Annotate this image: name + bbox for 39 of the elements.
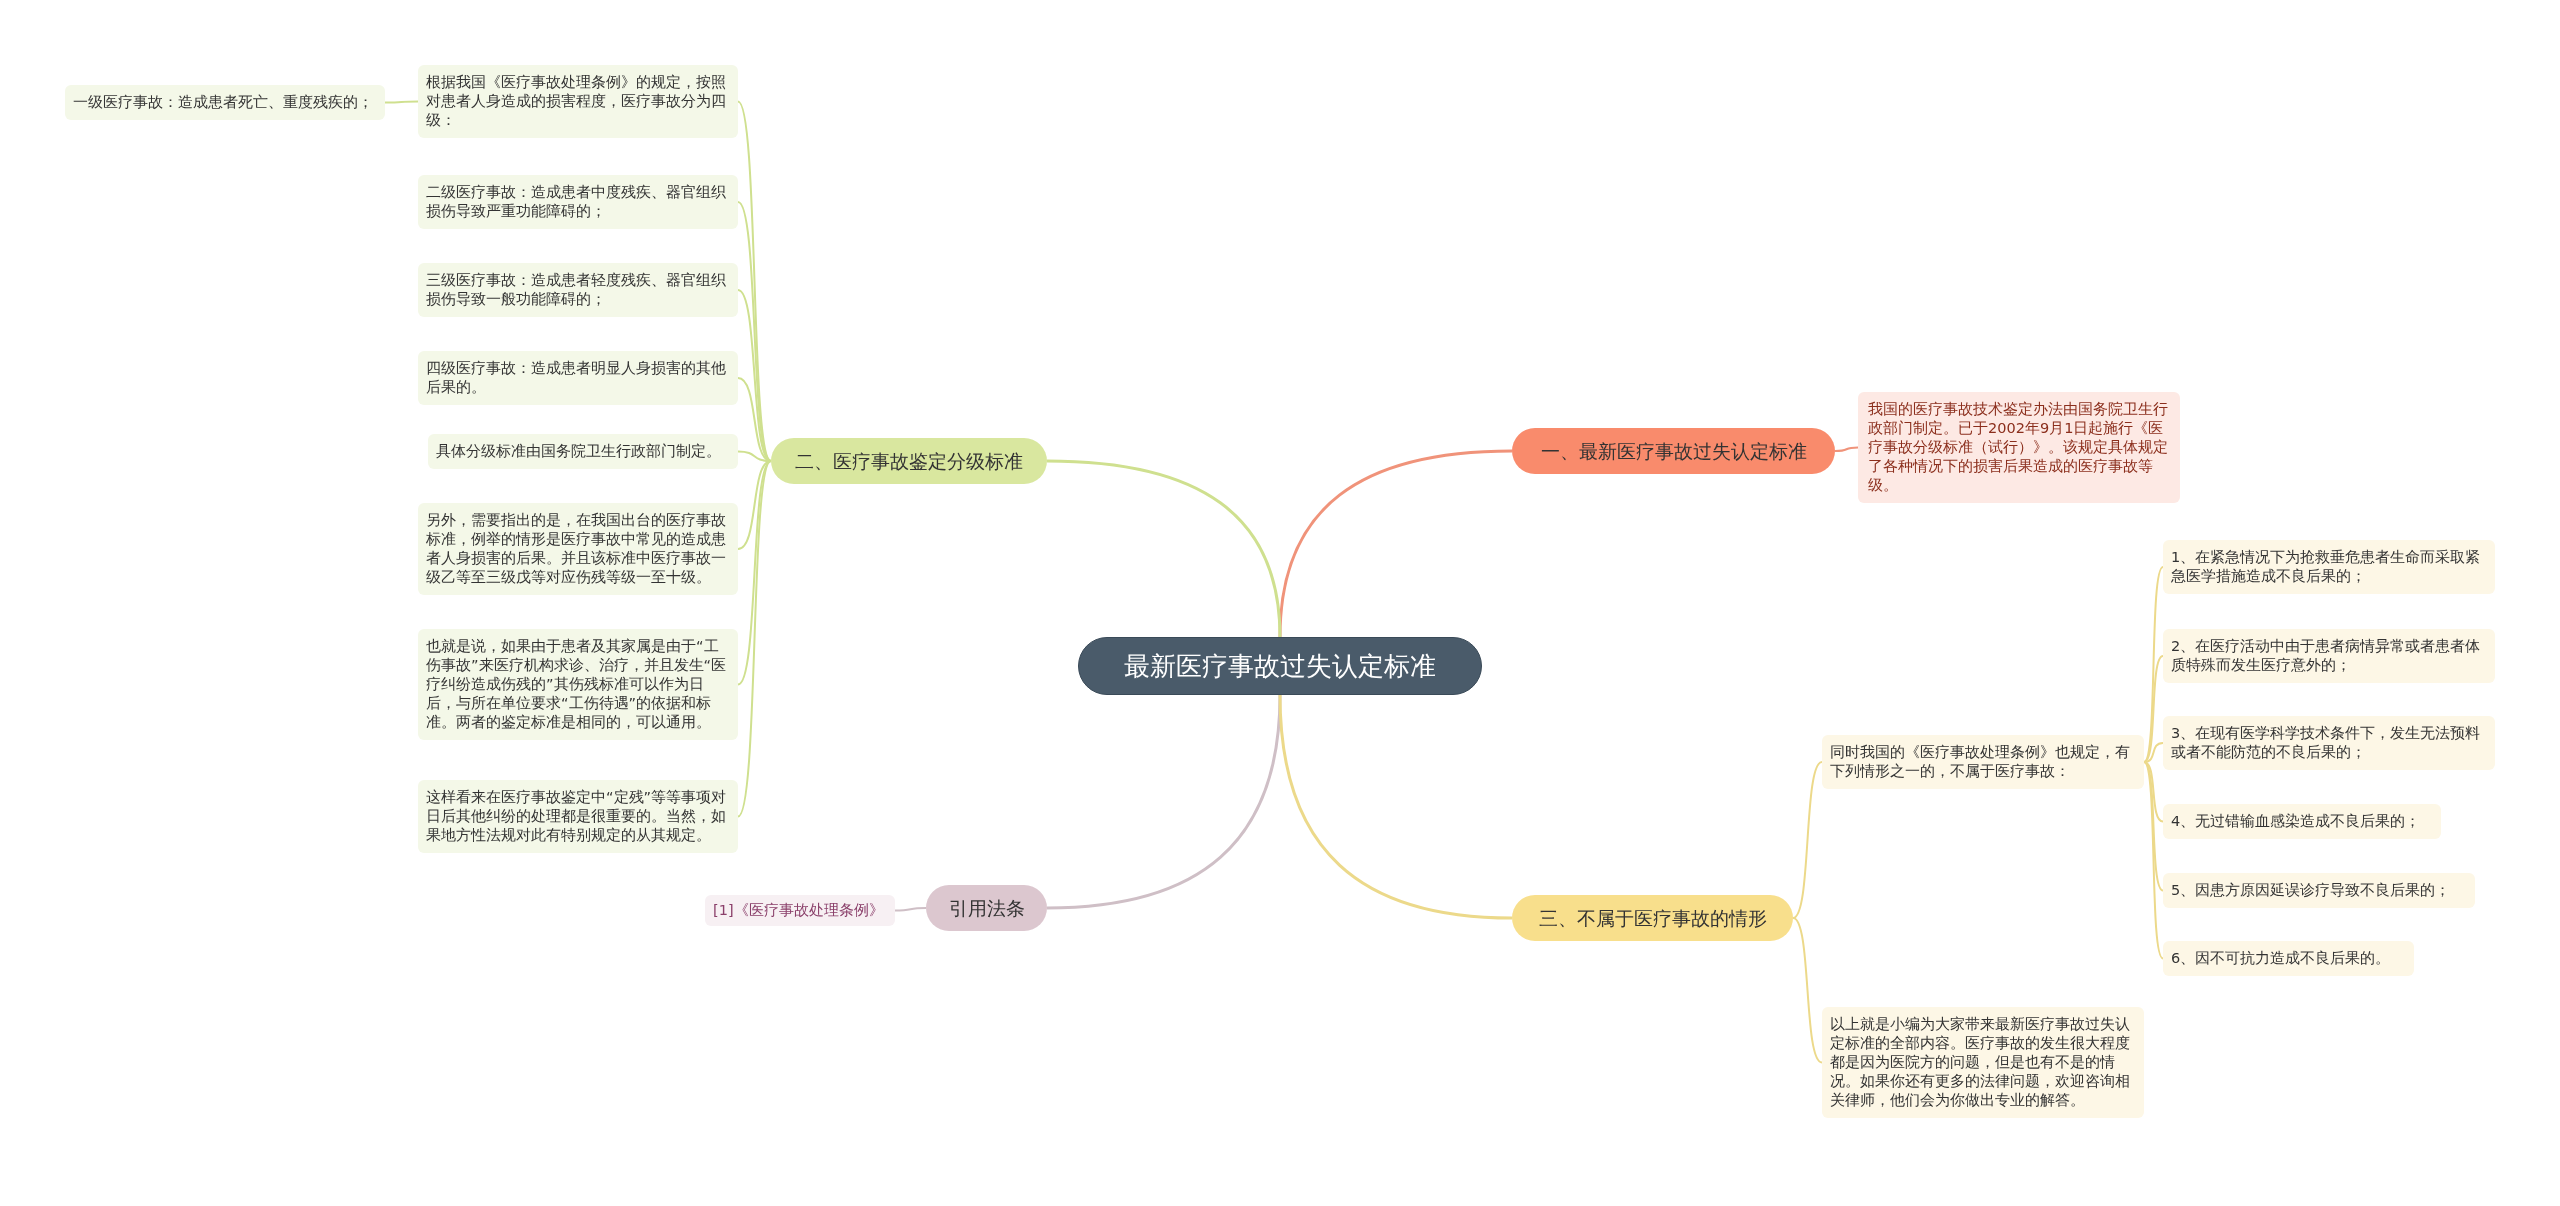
connector-line: [1278, 449, 1513, 638]
connector-line: [384, 100, 419, 104]
branch-topic: 三、不属于医疗事故的情形: [1512, 895, 1793, 941]
branch-topic: 二、医疗事故鉴定分级标准: [771, 438, 1047, 484]
connector-line: [2143, 761, 2164, 892]
connector-line: [2143, 742, 2164, 763]
note-box: 二级医疗事故：造成患者中度残疾、器官组织损伤导致严重功能障碍的；: [418, 175, 738, 229]
connector-line: [894, 907, 927, 912]
note-box: 以上就是小编为大家带来最新医疗事故过失认定标准的全部内容。医疗事故的发生很大程度都是因为医院方的问题，但是也有不是的情况。如果你还有更多的法律问题，欢迎咨询相关律师，他们会为你做出专业的解答。: [1822, 1007, 2144, 1118]
note-box: 6、因不可抗力造成不良后果的。: [2163, 941, 2414, 976]
connector-line: [737, 460, 772, 686]
connector-line: [1834, 446, 1859, 452]
note-box: 也就是说，如果由于患者及其家属是由于“工伤事故”来医疗机构求诊、治疗，并且发生“医疗纠纷造成伤残的”其伤残标准可以作为日后，与所在单位要求“工伤待遇”的依据和标准。两者的鉴定标准是相同的，可以通用。: [418, 629, 738, 740]
connector-line: [1046, 459, 1282, 638]
note-box: 3、在现有医学科学技术条件下，发生无法预料或者不能防范的不良后果的；: [2163, 716, 2495, 770]
connector-line: [737, 460, 772, 818]
branch-topic: 引用法条: [926, 885, 1047, 931]
connector-line: [1046, 694, 1282, 910]
note-box: 具体分级标准由国务院卫生行政部门制定。: [428, 434, 738, 469]
branch-topic: 一、最新医疗事故过失认定标准: [1512, 428, 1835, 474]
note-box: 4、无过错输血感染造成不良后果的；: [2163, 804, 2441, 839]
note-box: 一级医疗事故：造成患者死亡、重度残疾的；: [65, 85, 385, 120]
note-box: 同时我国的《医疗事故处理条例》也规定，有下列情形之一的，不属于医疗事故：: [1822, 735, 2144, 789]
note-box: 另外，需要指出的是，在我国出台的医疗事故标准，例举的情形是医疗事故中常见的造成患者人身损害的后果。并且该标准中医疗事故一级乙等至三级戊等对应伤残等级一至十级。: [418, 503, 738, 595]
note-box: 2、在医疗活动中由于患者病情异常或者患者体质特殊而发生医疗意外的；: [2163, 629, 2495, 683]
note-box: 5、因患方原因延误诊疗导致不良后果的；: [2163, 873, 2475, 908]
connector-line: [1278, 694, 1513, 920]
note-box: 四级医疗事故：造成患者明显人身损害的其他后果的。: [418, 351, 738, 405]
note-box: 根据我国《医疗事故处理条例》的规定，按照对患者人身造成的损害程度，医疗事故分为四级：: [418, 65, 738, 138]
connector-line: [2143, 761, 2164, 960]
note-box: 我国的医疗事故技术鉴定办法由国务院卫生行政部门制定。已于2002年9月1日起施行《医疗事故分级标准（试行）》。该规定具体规定了各种情况下的损害后果造成的医疗事故等级。: [1858, 392, 2180, 503]
reference-box: [1]《医疗事故处理条例》: [705, 895, 895, 926]
connector-line: [1792, 917, 1823, 1064]
connector-line: [1792, 761, 1823, 919]
note-box: 三级医疗事故：造成患者轻度残疾、器官组织损伤导致一般功能障碍的；: [418, 263, 738, 317]
note-box: 1、在紧急情况下为抢救垂危患者生命而采取紧急医学措施造成不良后果的；: [2163, 540, 2495, 594]
connector-line: [2143, 655, 2164, 763]
central-topic: 最新医疗事故过失认定标准: [1078, 637, 1482, 695]
note-box: 这样看来在医疗事故鉴定中“定残”等等事项对日后其他纠纷的处理都是很重要的。当然，如果地方性法规对此有特别规定的从其规定。: [418, 780, 738, 853]
